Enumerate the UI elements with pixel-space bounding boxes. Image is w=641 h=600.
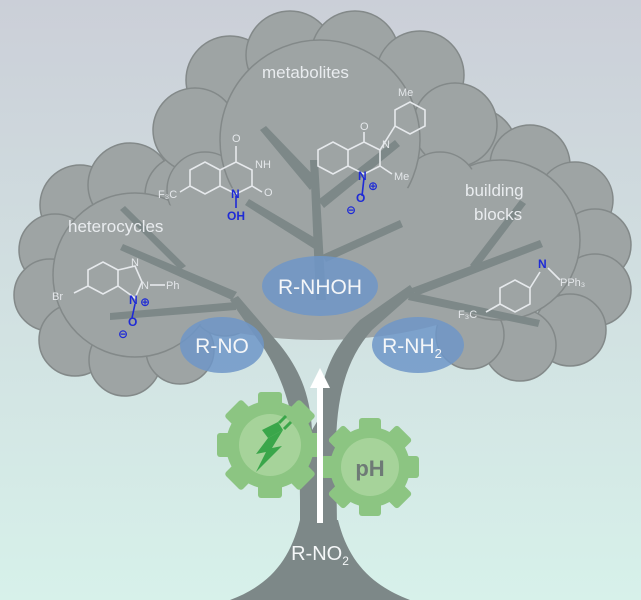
n-oxide-label: N <box>358 169 367 183</box>
o-right-label: O <box>264 187 273 199</box>
node-nitroso: R-NO <box>180 317 264 373</box>
o-minus-label: O <box>128 315 137 329</box>
region-building-line1: building <box>465 181 524 200</box>
n-oxide-label: N <box>129 293 138 307</box>
me-right-label: Me <box>394 171 409 183</box>
o-top-label: O <box>232 133 241 145</box>
oh-label: OH <box>227 209 245 223</box>
node-hydroxylamine-label: R-NHOH <box>278 276 362 299</box>
molecule-building-block: N PPh₃ F₃C <box>458 257 585 321</box>
node-amine-label: R-NH2 <box>382 335 442 361</box>
plus-charge: ⊕ <box>368 179 378 193</box>
n-mid-label: N <box>141 280 149 292</box>
region-metabolites: metabolites <box>262 63 349 82</box>
nitro-subscript: 2 <box>342 554 349 568</box>
molecule-metabolite-left: F₃C O NH O N OH <box>158 133 273 223</box>
plus-charge: ⊕ <box>140 295 150 309</box>
reduction-arrow <box>310 368 330 523</box>
ph-label: Ph <box>166 280 179 292</box>
minus-charge: ⊖ <box>346 203 356 217</box>
node-amine: R-NH2 <box>372 317 464 373</box>
o-top-label: O <box>360 121 369 133</box>
region-building-line2: blocks <box>474 205 522 224</box>
node-hydroxylamine: R-NHOH <box>262 256 378 316</box>
gear-ph: pH <box>321 418 419 516</box>
tree-trunk <box>110 126 543 600</box>
br-label: Br <box>52 291 63 303</box>
me-top-label: Me <box>398 87 413 99</box>
n-ring-label: N <box>231 187 240 201</box>
node-nitroso-label: R-NO <box>195 335 249 358</box>
n-label: N <box>538 257 547 271</box>
amine-subscript: 2 <box>435 346 442 361</box>
cf3-label: F₃C <box>158 189 177 201</box>
nh-label: NH <box>255 159 271 171</box>
pph3-label: PPh₃ <box>560 277 585 289</box>
ph-label: pH <box>355 456 384 481</box>
region-heterocycles: heterocycles <box>68 217 163 236</box>
cf3-label: F₃C <box>458 309 477 321</box>
o-minus-label: O <box>356 191 365 205</box>
molecule-metabolite-right: Me O N Me N ⊕ O ⊖ <box>317 87 426 217</box>
gear-electrochemistry <box>217 392 323 498</box>
n-ring-label: N <box>382 139 390 151</box>
n-top-label: N <box>131 257 139 269</box>
electric-plug-icon <box>256 414 293 472</box>
node-nitro-label: R-NO2 <box>291 543 349 568</box>
molecule-heterocycle: Br N N Ph N ⊕ O ⊖ <box>52 257 179 341</box>
minus-charge: ⊖ <box>118 327 128 341</box>
